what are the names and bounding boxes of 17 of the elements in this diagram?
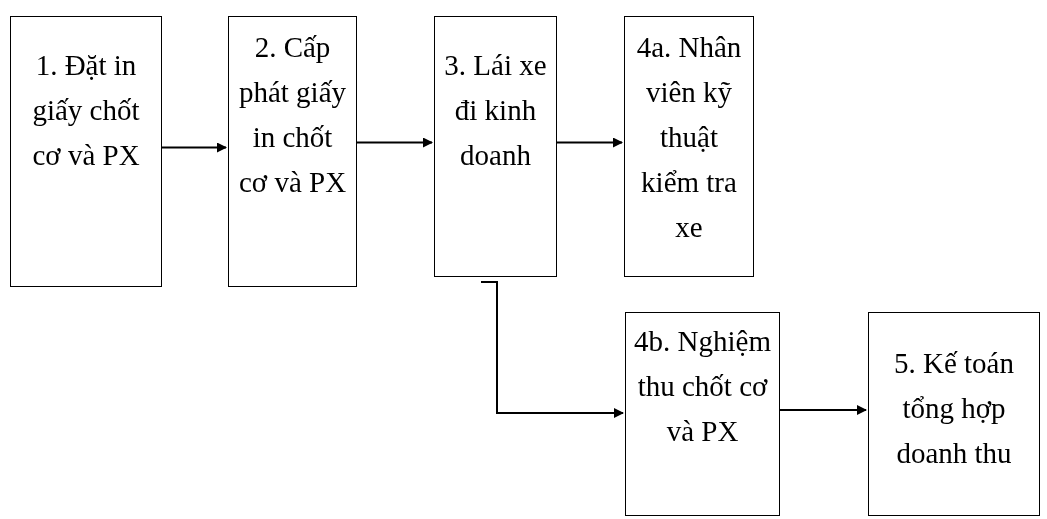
arrow <box>779 405 867 415</box>
arrow <box>480 281 624 418</box>
arrow <box>556 137 623 148</box>
arrow <box>356 137 433 148</box>
box-label: 4a. Nhân viên kỹ thuật kiểm tra xe <box>635 30 743 245</box>
process-box <box>868 312 1040 516</box>
process-box <box>228 16 357 287</box>
box-label: 1. Đặt in giấy chốt cơ và PX <box>31 48 141 173</box>
box-label: 5. Kế toán tổng hợp doanh thu <box>893 346 1015 471</box>
box-label: 2. Cấp phát giấy in chốt cơ và PX <box>237 30 348 200</box>
box-label: 4b. Nghiệm thu chốt cơ và PX <box>633 324 772 449</box>
process-box <box>625 312 780 516</box>
process-box <box>10 16 162 287</box>
process-box <box>434 16 557 277</box>
process-box <box>624 16 754 277</box>
arrow <box>161 142 227 153</box>
box-label: 3. Lái xe đi kinh doanh <box>443 48 548 173</box>
